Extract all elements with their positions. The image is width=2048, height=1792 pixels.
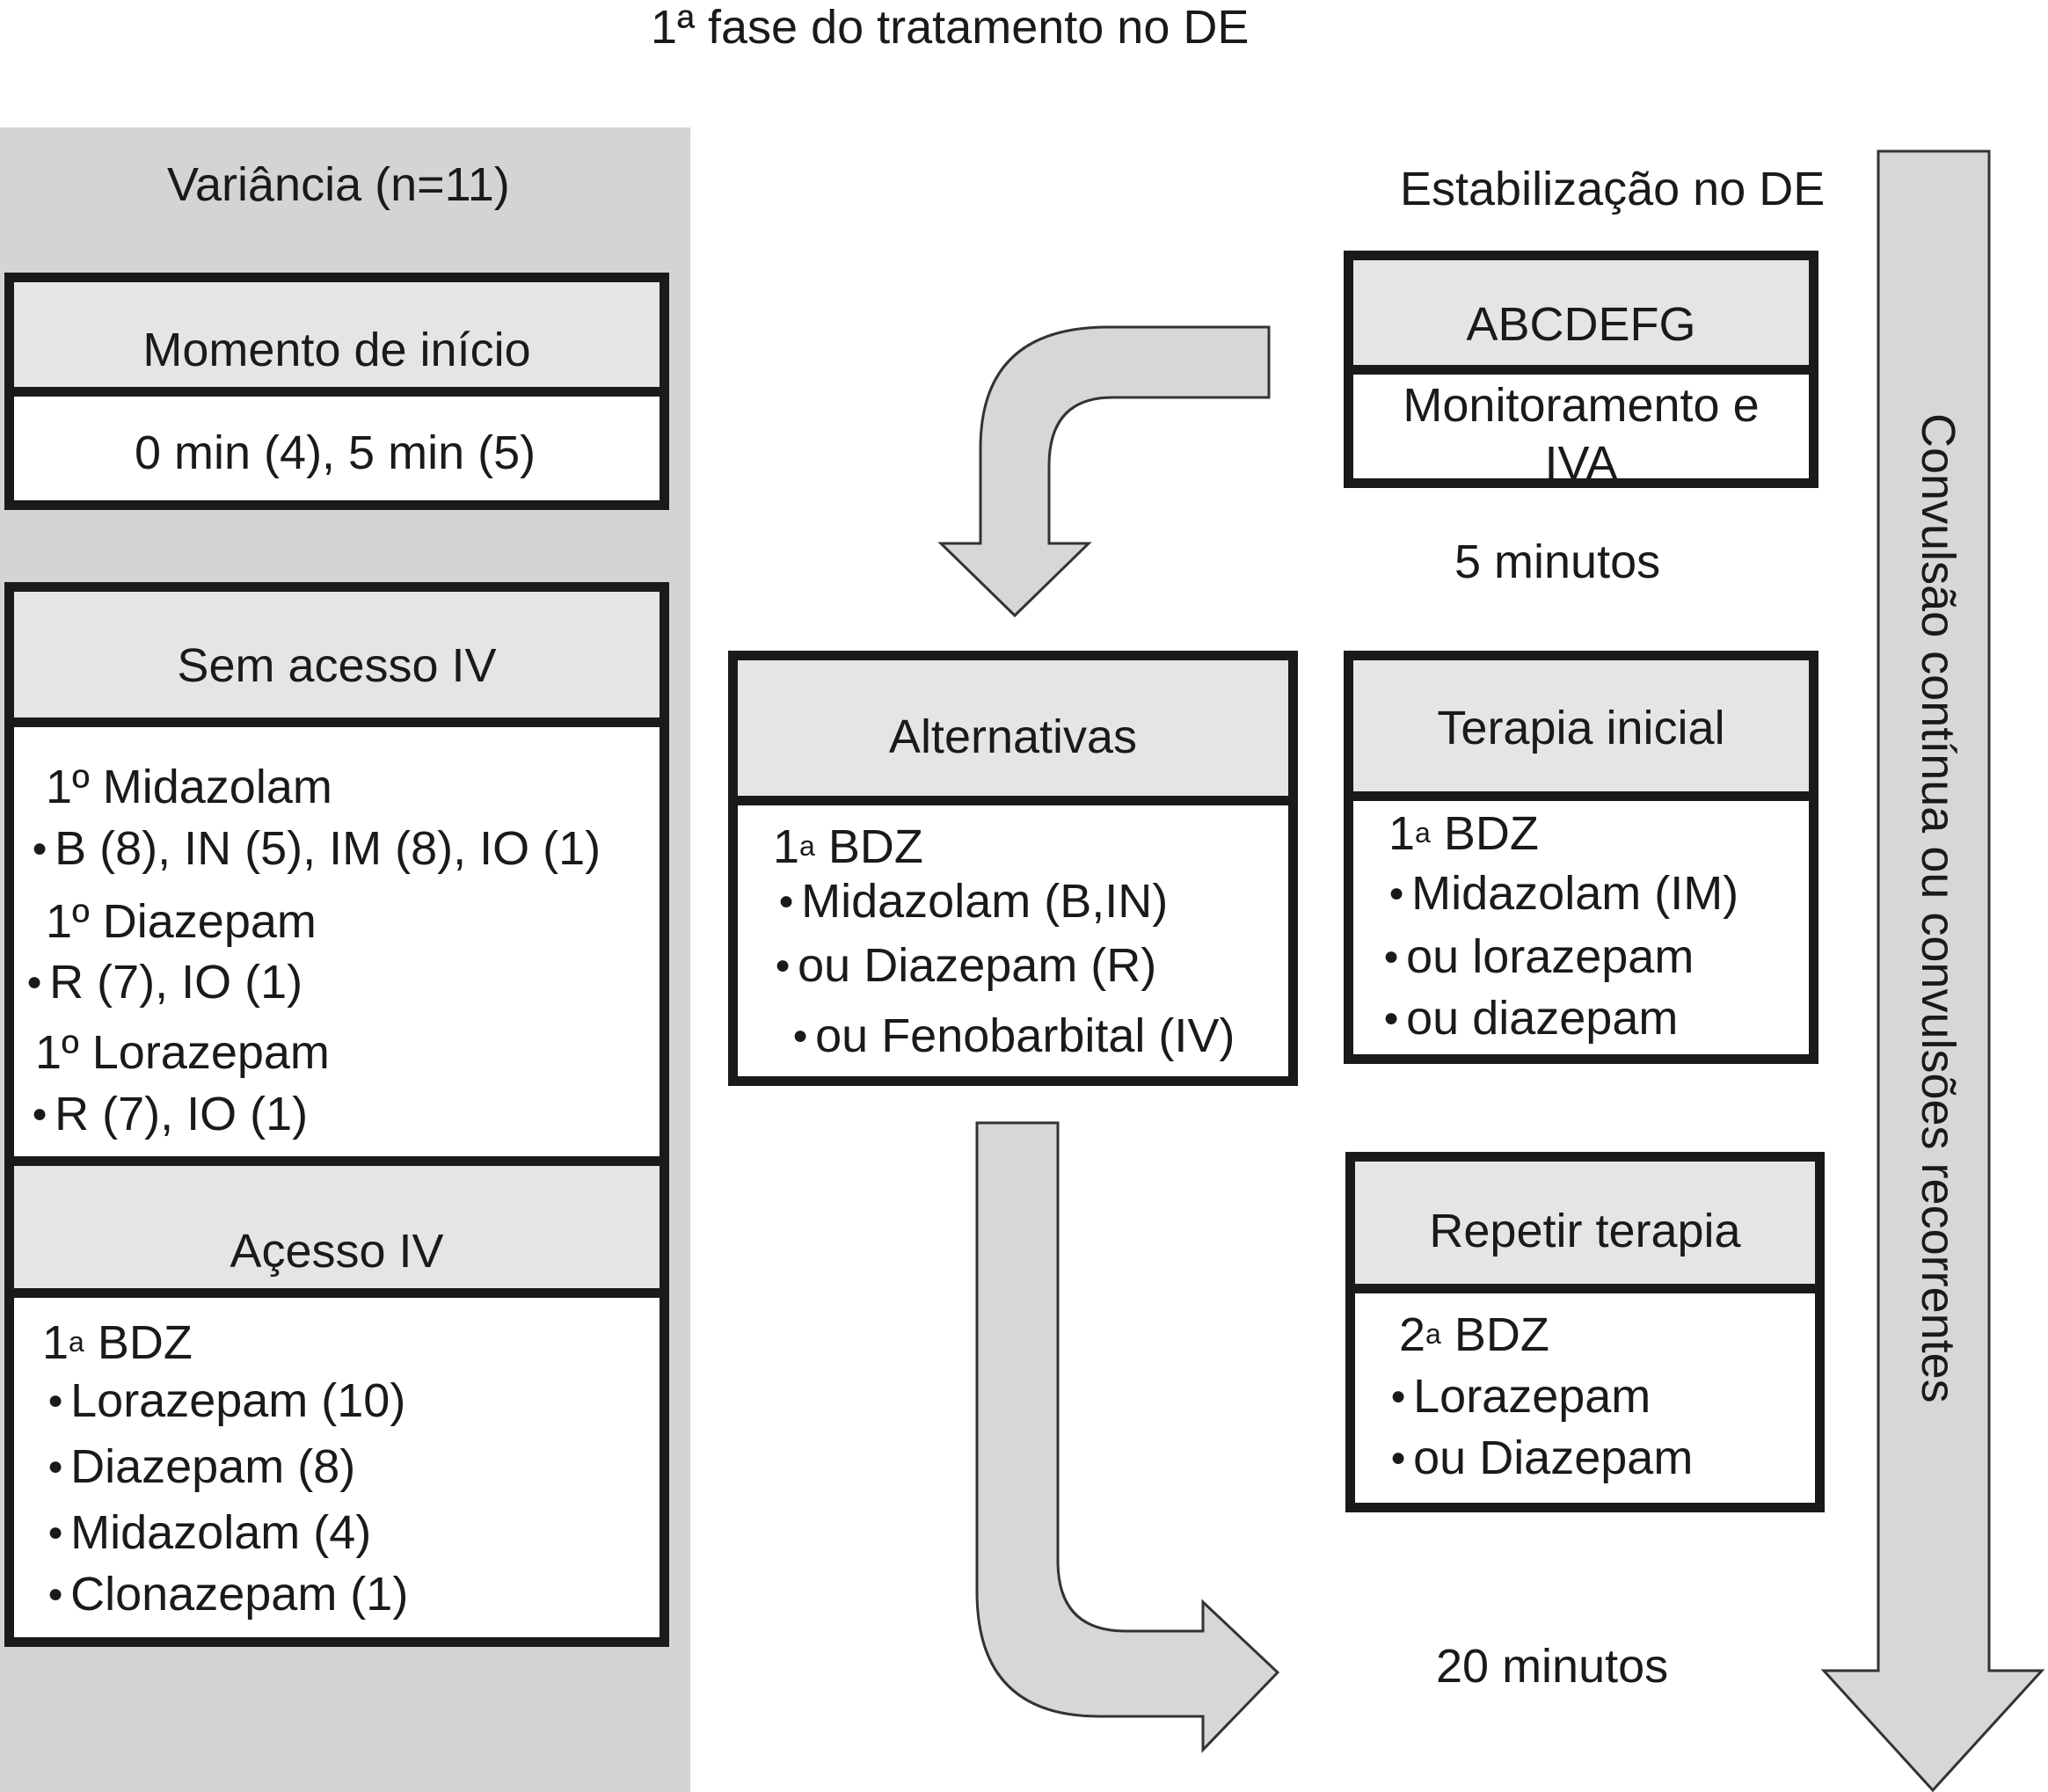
- initial-therapy-box: Terapia inicial 1a BDZ ●Midazolam (IM) ●…: [1344, 651, 1818, 1064]
- bullet-icon: ●: [1383, 941, 1400, 971]
- no-iv-line-6: ●R (7), IO (1): [32, 1088, 309, 1140]
- alternatives-title: Alternativas: [738, 660, 1288, 805]
- bullet-icon: ●: [1390, 1380, 1407, 1410]
- no-iv-line-3: 1º Diazepam: [46, 895, 317, 948]
- no-iv-line-4: ●R (7), IO (1): [26, 956, 303, 1009]
- stabilization-title: ABCDEFG: [1353, 260, 1809, 375]
- initial-line-4: ●ou diazepam: [1383, 992, 1679, 1045]
- onset-box: Momento de início 0 min (4), 5 min (5): [4, 273, 669, 510]
- seizure-arrow-label: Convulsão contínua ou convulsões recorre…: [1912, 413, 1964, 1403]
- iv-box: Açesso IV 1a BDZ ●Lorazepam (10) ●Diazep…: [4, 1156, 669, 1647]
- variance-header: Variância (n=11): [167, 158, 510, 211]
- bullet-icon: ●: [775, 950, 791, 980]
- no-iv-line-5: 1º Lorazepam: [35, 1026, 330, 1079]
- onset-title: Momento de início: [14, 282, 660, 397]
- bullet-icon: ●: [792, 1020, 809, 1050]
- iv-line-2: ●Lorazepam (10): [47, 1374, 406, 1427]
- repeat-line-3: ●ou Diazepam: [1390, 1431, 1694, 1484]
- repeat-therapy-title: Repetir terapia: [1355, 1162, 1815, 1293]
- no-iv-box: Sem acesso IV 1º Midazolam ●B (8), IN (5…: [4, 582, 669, 1162]
- no-iv-line-2: ●B (8), IN (5), IM (8), IO (1): [32, 822, 601, 875]
- iv-line-5: ●Clonazepam (1): [47, 1568, 409, 1621]
- bullet-icon: ●: [1388, 878, 1405, 907]
- bullet-icon: ●: [26, 966, 43, 996]
- bullet-icon: ●: [47, 1517, 64, 1547]
- curved-down-arrow: [937, 325, 1271, 618]
- repeat-line-2: ●Lorazepam: [1390, 1370, 1651, 1423]
- bullet-icon: ●: [1390, 1442, 1407, 1472]
- onset-value: 0 min (4), 5 min (5): [135, 426, 536, 479]
- iv-line-4: ●Midazolam (4): [47, 1506, 372, 1559]
- diagram-title: 1ª fase do tratamento no DE: [651, 1, 1250, 54]
- bullet-icon: ●: [47, 1385, 64, 1415]
- iv-line-1: 1a BDZ: [42, 1316, 193, 1369]
- initial-line-2: ●Midazolam (IM): [1388, 867, 1739, 920]
- alternatives-box: Alternativas 1a BDZ ●Midazolam (B,IN) ●o…: [728, 651, 1298, 1086]
- stabilization-box: ABCDEFG Monitoramento e IVA: [1344, 251, 1818, 490]
- bullet-icon: ●: [32, 833, 48, 863]
- initial-line-1: 1a BDZ: [1388, 807, 1539, 860]
- bullet-icon: ●: [47, 1578, 64, 1608]
- repeat-line-1: 2a BDZ: [1399, 1308, 1549, 1361]
- iv-line-3: ●Diazepam (8): [47, 1440, 356, 1493]
- alt-line-4: ●ou Fenobarbital (IV): [792, 1009, 1235, 1062]
- bullet-icon: ●: [1383, 1002, 1400, 1032]
- bullet-icon: ●: [778, 885, 795, 915]
- long-down-arrow: [1820, 149, 2045, 1792]
- initial-therapy-title: Terapia inicial: [1353, 660, 1809, 801]
- no-iv-title: Sem acesso IV: [14, 592, 660, 727]
- no-iv-line-1: 1º Midazolam: [46, 761, 332, 813]
- time-5-minutes: 5 minutos: [1454, 535, 1661, 588]
- stabilization-body: Monitoramento e IVA: [1403, 379, 1760, 490]
- repeat-therapy-box: Repetir terapia 2a BDZ ●Lorazepam ●ou Di…: [1345, 1152, 1825, 1512]
- time-20-minutes: 20 minutos: [1436, 1640, 1669, 1693]
- alt-line-1: 1a BDZ: [773, 820, 923, 873]
- alt-line-2: ●Midazolam (B,IN): [778, 875, 1169, 928]
- initial-line-3: ●ou lorazepam: [1383, 930, 1695, 983]
- iv-title: Açesso IV: [14, 1166, 660, 1298]
- curved-right-arrow: [975, 1121, 1280, 1753]
- bullet-icon: ●: [47, 1451, 64, 1481]
- stabilization-header: Estabilização no DE: [1400, 163, 1826, 215]
- alt-line-3: ●ou Diazepam (R): [775, 939, 1157, 992]
- bullet-icon: ●: [32, 1098, 48, 1128]
